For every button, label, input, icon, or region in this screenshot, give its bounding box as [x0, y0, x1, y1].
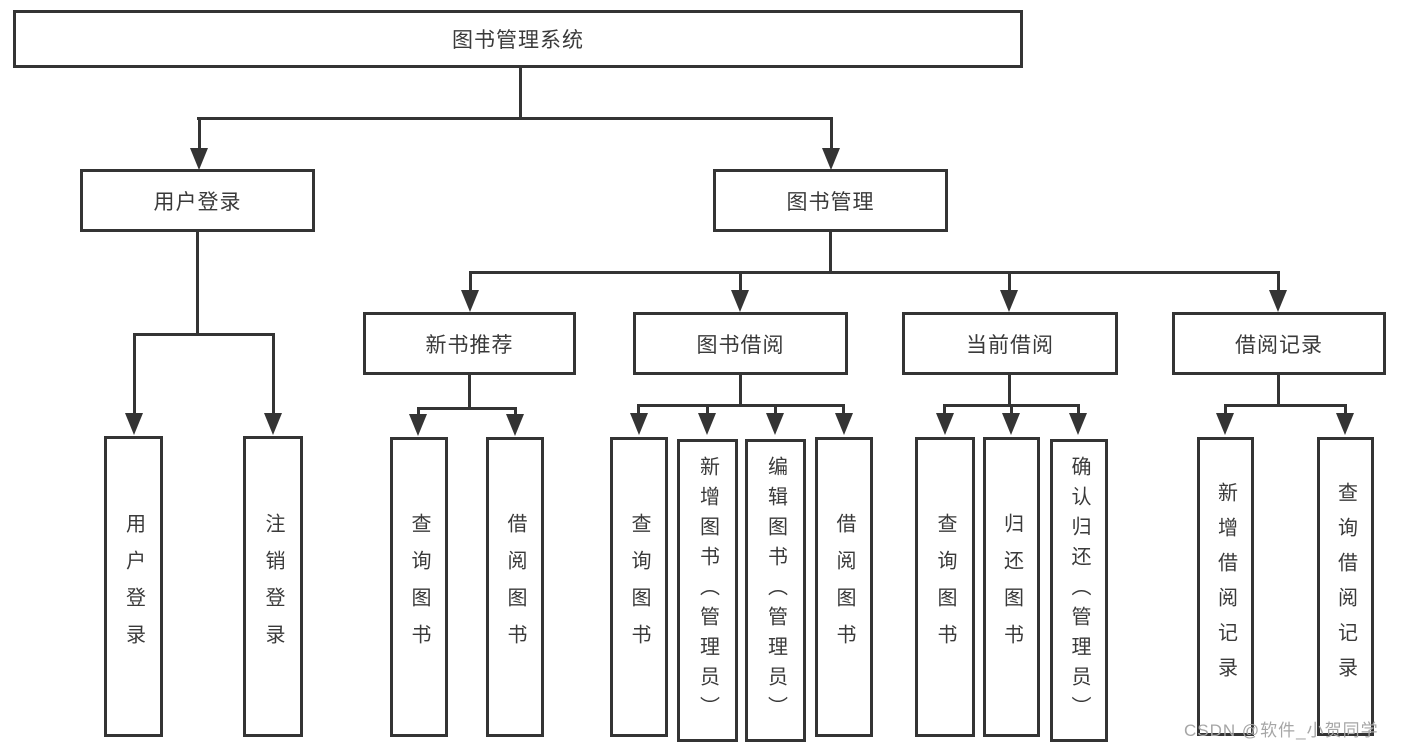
arrowhead-add-book [698, 413, 716, 435]
connector-drop-confirm-return [1077, 404, 1080, 414]
node-borrow-books-2-label: 借阅图书 [833, 513, 855, 661]
connector-drop-book-management [830, 117, 833, 150]
arrowhead-book-management [822, 148, 840, 170]
node-query-borrow-record: 查询借阅记录 [1317, 437, 1374, 736]
connector-drop-query-record [1344, 404, 1347, 414]
node-current-borrow: 当前借阅 [902, 312, 1118, 375]
node-borrow-books-1-label: 借阅图书 [504, 513, 526, 661]
arrowhead-new-book [461, 290, 479, 312]
arrowhead-confirm-return [1069, 413, 1087, 435]
connector-book-management-stem [829, 231, 832, 274]
connector-drop-current-borrow [1008, 271, 1011, 291]
node-confirm-return-admin-label: 确认归还（管理员） [1068, 455, 1090, 726]
node-user-login-leaf-label: 用户登录 [122, 512, 145, 661]
connector-drop-book-borrow [739, 271, 742, 291]
node-user-login: 用户登录 [80, 169, 315, 232]
node-query-books-3: 查询图书 [915, 437, 975, 737]
arrowhead-borrow-books-2 [835, 413, 853, 435]
node-new-book-recommend: 新书推荐 [363, 312, 576, 375]
node-add-book-admin: 新增图书（管理员） [677, 439, 738, 742]
node-add-book-admin-label: 新增图书（管理员） [696, 455, 719, 726]
connector-drop-borrow-books-2 [842, 404, 845, 414]
node-query-books-1-label: 查询图书 [408, 513, 430, 661]
connector-user-login-stem [196, 231, 199, 336]
node-add-borrow-record-label: 新增借阅记录 [1214, 481, 1237, 692]
node-user-login-leaf: 用户登录 [104, 436, 163, 737]
node-confirm-return-admin: 确认归还（管理员） [1050, 439, 1108, 742]
arrowhead-return-book [1002, 413, 1020, 435]
arrowhead-logout [264, 413, 282, 435]
connector-drop-new-book [469, 271, 472, 291]
node-book-management: 图书管理 [713, 169, 948, 232]
arrowhead-book-borrow [731, 290, 749, 312]
connector-book-borrow-stem [739, 373, 742, 407]
connector-user-login-crossbar [133, 333, 275, 336]
node-borrow-books-2: 借阅图书 [815, 437, 873, 737]
arrowhead-query-books-1 [409, 414, 427, 436]
connector-drop-borrow-books-1 [514, 407, 517, 417]
connector-drop-login-leaf [133, 333, 136, 414]
arrowhead-add-record [1216, 413, 1234, 435]
connector-borrow-records-stem [1277, 373, 1280, 407]
node-borrow-records: 借阅记录 [1172, 312, 1386, 375]
node-query-books-3-label: 查询图书 [934, 513, 956, 661]
connector-drop-query-books-1 [417, 407, 420, 417]
arrowhead-current-borrow [1000, 290, 1018, 312]
connector-current-borrow-stem [1008, 373, 1011, 407]
node-logout-label: 注销登录 [262, 512, 284, 661]
connector-level3-crossbar [469, 271, 1280, 274]
node-add-borrow-record: 新增借阅记录 [1197, 437, 1254, 736]
node-query-borrow-record-label: 查询借阅记录 [1334, 481, 1357, 692]
connector-drop-return-book [1010, 404, 1013, 414]
arrowhead-query-record [1336, 413, 1354, 435]
connector-root-crossbar [197, 117, 833, 120]
node-query-books-2: 查询图书 [610, 437, 668, 737]
node-return-book-label: 归还图书 [1000, 513, 1023, 661]
arrowhead-edit-book [766, 413, 784, 435]
node-return-book: 归还图书 [983, 437, 1040, 737]
node-edit-book-admin-label: 编辑图书（管理员） [764, 455, 787, 726]
node-logout: 注销登录 [243, 436, 303, 737]
node-query-books-2-label: 查询图书 [628, 513, 650, 661]
connector-root-stem [519, 66, 522, 120]
connector-book-borrow-crossbar [638, 404, 845, 407]
connector-new-book-crossbar [417, 407, 517, 410]
node-borrow-books-1: 借阅图书 [486, 437, 544, 737]
arrowhead-user-login [190, 148, 208, 170]
node-library-management-system: 图书管理系统 [13, 10, 1023, 68]
arrowhead-borrow-books-1 [506, 414, 524, 436]
connector-new-book-stem [468, 373, 471, 410]
connector-drop-logout [272, 333, 275, 414]
arrowhead-login-leaf [125, 413, 143, 435]
arrowhead-borrow-records [1269, 290, 1287, 312]
csdn-watermark: CSDN @软件_小贺同学 [1184, 721, 1379, 740]
arrowhead-query-books-2 [630, 413, 648, 435]
connector-drop-query-books-3 [943, 404, 946, 414]
connector-drop-query-books-2 [637, 404, 640, 414]
connector-drop-user-login [198, 117, 201, 150]
node-edit-book-admin: 编辑图书（管理员） [745, 439, 806, 742]
connector-drop-borrow-records [1277, 271, 1280, 291]
arrowhead-query-books-3 [936, 413, 954, 435]
connector-drop-edit-book [774, 404, 777, 414]
connector-drop-add-record [1224, 404, 1227, 414]
node-book-borrow: 图书借阅 [633, 312, 848, 375]
node-query-books-1: 查询图书 [390, 437, 448, 737]
connector-drop-add-book [706, 404, 709, 414]
connector-borrow-records-crossbar [1224, 404, 1347, 407]
